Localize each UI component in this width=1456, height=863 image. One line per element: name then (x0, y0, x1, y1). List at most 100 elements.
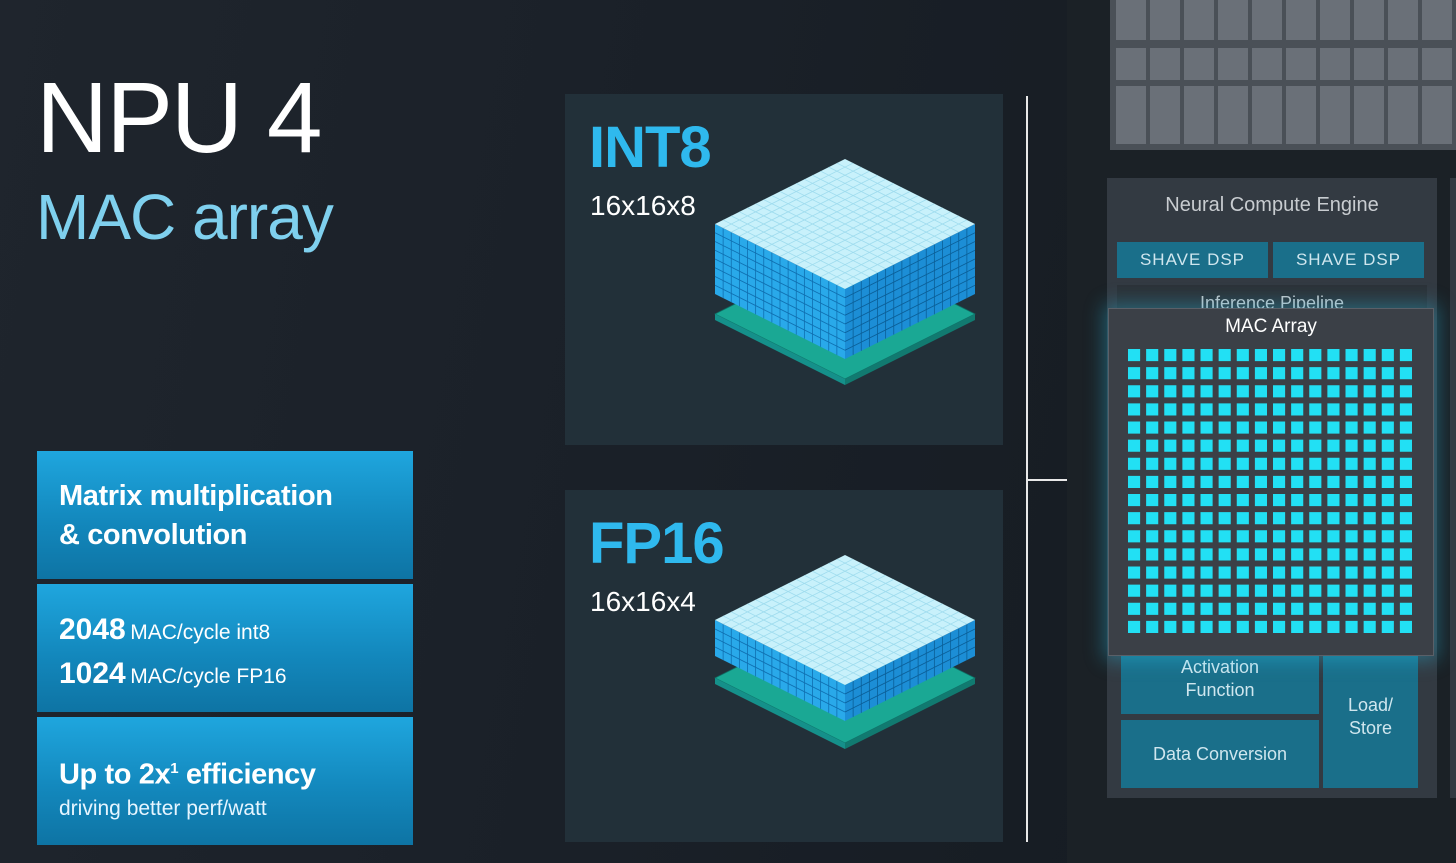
mac-cell (1291, 566, 1304, 579)
mac-cell (1399, 566, 1412, 579)
cube-grid-line (722, 615, 854, 682)
mac-cell (1273, 439, 1286, 452)
mac-cell (1363, 457, 1376, 470)
mac-cell (1146, 512, 1159, 525)
mac-cell (1254, 439, 1267, 452)
shave-dsp-2: SHAVE DSP (1273, 242, 1424, 278)
mac-cell (1309, 475, 1322, 488)
cube-grid-line (714, 241, 846, 307)
mac-cell (1345, 403, 1358, 416)
mac-cell (1309, 457, 1322, 470)
mac-cell (1236, 530, 1249, 543)
cube-grid-line (812, 207, 943, 274)
load-store-line1: Load/ (1347, 695, 1394, 715)
mac-cell (1182, 385, 1195, 398)
mac-cell (1273, 494, 1286, 507)
data-conversion-block: Data Conversion (1121, 720, 1319, 788)
mac-array-title: MAC Array (1225, 316, 1317, 337)
mac-cell (1200, 385, 1213, 398)
mac-cell (1345, 602, 1358, 615)
mac-cell (1182, 403, 1195, 416)
mac-cell (1236, 584, 1249, 597)
int8-dims: 16x16x8 (590, 190, 696, 221)
mac-cell (1381, 602, 1394, 615)
feature-heading-line1: Matrix multiplication (59, 480, 333, 512)
mac-cell (1273, 530, 1286, 543)
mac-cell (1182, 602, 1195, 615)
mac-cell (1200, 403, 1213, 416)
mac-cell (1273, 475, 1286, 488)
mac-cell (1200, 367, 1213, 380)
cube-grid-line (714, 258, 846, 325)
mac-cell (1254, 385, 1267, 398)
mac-cell (1399, 530, 1412, 543)
mac-cell (1345, 584, 1358, 597)
mac-cell (1236, 548, 1249, 561)
mac-cell (1327, 530, 1340, 543)
mac-cell (1363, 494, 1376, 507)
mac-cell (1291, 530, 1304, 543)
mac-cell (1327, 367, 1340, 380)
mac-cell (1399, 512, 1412, 525)
mac-cell (1381, 385, 1394, 398)
mac-cell (1200, 602, 1213, 615)
cube-grid-line (787, 591, 919, 657)
memory-cell (1422, 86, 1452, 144)
mac-cell (1182, 512, 1195, 525)
mac-cell (1146, 349, 1159, 362)
mac-cell (1399, 494, 1412, 507)
cube-grid-line (722, 219, 854, 286)
mac-cell (1128, 457, 1141, 470)
memory-cell (1218, 86, 1248, 144)
cube-grid-line (714, 249, 846, 316)
mac-cell (1381, 530, 1394, 543)
int8-cube-illustration (714, 159, 976, 385)
mac-cell (1218, 421, 1231, 434)
mac-cell (1309, 439, 1322, 452)
mac-cell (1236, 349, 1249, 362)
mac-array-cell-grid (1128, 349, 1412, 633)
mac-cell (1254, 349, 1267, 362)
mac-cell (1146, 403, 1159, 416)
mac-cell (1128, 548, 1141, 561)
mac-cell (1273, 548, 1286, 561)
mac-cell (1345, 367, 1358, 380)
cube-grid-line (714, 284, 846, 351)
cube-grid-line (796, 595, 927, 661)
mac-cell (1128, 349, 1141, 362)
mac-cell (1218, 530, 1231, 543)
mac-cell (1309, 512, 1322, 525)
mac-cell (1399, 602, 1412, 615)
mac-cell (1218, 584, 1231, 597)
cube-grid-line (844, 241, 976, 307)
cube-grid-line (763, 199, 894, 265)
mac-cell (1164, 367, 1177, 380)
mac-cell (1128, 494, 1141, 507)
cube-base-plate-front (715, 314, 845, 385)
mac-cell (1254, 421, 1267, 434)
mac-rate-int8: 2048 MAC/cycle int8 (59, 610, 391, 654)
mac-cell (1327, 403, 1340, 416)
mac-cell (1218, 548, 1231, 561)
memory-cell (1150, 86, 1180, 144)
mac-rate-fp16-value: 1024 (59, 657, 126, 690)
cube-grid-line (820, 607, 951, 674)
mac-cell (1309, 620, 1322, 633)
mac-cell (1273, 457, 1286, 470)
mac-rate-fp16: 1024 MAC/cycle FP16 (59, 654, 391, 698)
mac-cell (1146, 385, 1159, 398)
mac-cell (1345, 421, 1358, 434)
mac-cell (1309, 403, 1322, 416)
mac-cell (1327, 457, 1340, 470)
load-store-block: Load/ Store (1323, 654, 1418, 788)
cube-grid-line (844, 249, 976, 316)
mac-cell (1236, 421, 1249, 434)
mac-cell (1327, 584, 1340, 597)
mac-cell (1200, 584, 1213, 597)
mac-cell (1309, 602, 1322, 615)
mac-cell (1363, 512, 1376, 525)
memory-cell (1422, 0, 1452, 40)
mac-cell (1200, 457, 1213, 470)
mac-cell (1254, 530, 1267, 543)
mac-cell (1273, 620, 1286, 633)
